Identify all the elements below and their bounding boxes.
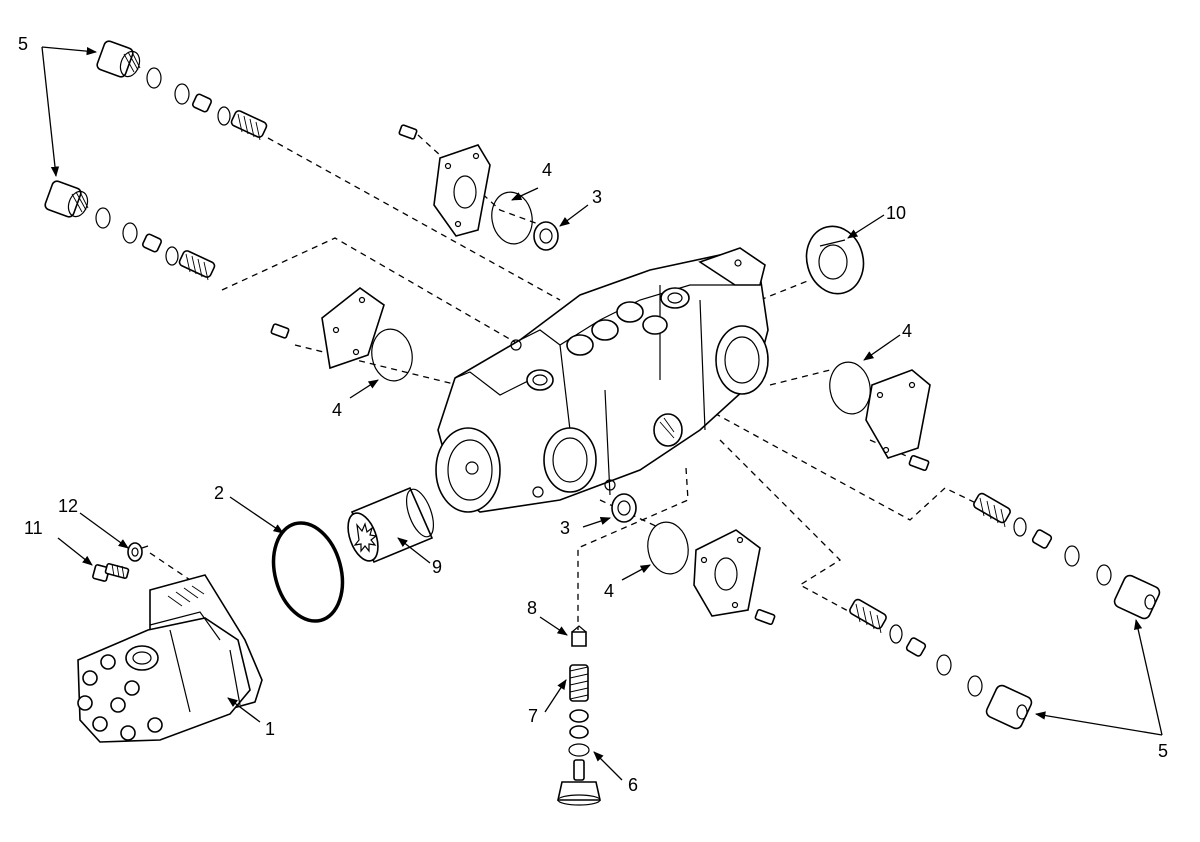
check-valve-stack bbox=[557, 625, 601, 806]
relief-valve-upper-bottom bbox=[44, 180, 216, 281]
callout-5-lower: 5 bbox=[1158, 741, 1168, 761]
filter-9 bbox=[347, 486, 435, 564]
washer-12 bbox=[127, 542, 149, 562]
callout-9: 9 bbox=[432, 557, 442, 577]
callout-labels: 5 4 3 10 4 4 2 12 11 3 9 4 8 7 1 6 5 bbox=[18, 34, 1168, 795]
callout-4-right: 4 bbox=[902, 321, 912, 341]
callout-5-upper: 5 bbox=[18, 34, 28, 54]
relief-valve-upper-top bbox=[96, 40, 268, 141]
callout-4-bottom: 4 bbox=[604, 581, 614, 601]
left-cover-plate bbox=[270, 287, 413, 382]
bolt-11 bbox=[92, 562, 130, 582]
leader-lines bbox=[41, 46, 1163, 781]
main-pump-housing bbox=[435, 247, 769, 513]
seal-10 bbox=[805, 225, 865, 295]
callout-4-top: 4 bbox=[542, 160, 552, 180]
relief-valve-right-upper bbox=[973, 492, 1161, 620]
gear-pump-1 bbox=[77, 574, 263, 743]
callout-10: 10 bbox=[886, 203, 906, 223]
o-ring-2 bbox=[271, 521, 345, 623]
callout-2: 2 bbox=[214, 483, 224, 503]
callout-8: 8 bbox=[527, 598, 537, 618]
right-cover-plate bbox=[829, 361, 931, 472]
callout-1: 1 bbox=[265, 719, 275, 739]
callout-3-top: 3 bbox=[592, 187, 602, 207]
callout-7: 7 bbox=[528, 706, 538, 726]
callout-6: 6 bbox=[628, 775, 638, 795]
callout-11: 11 bbox=[24, 518, 43, 538]
relief-valve-right-lower bbox=[849, 598, 1033, 730]
bottom-cover-plate bbox=[611, 493, 776, 626]
callout-4-left: 4 bbox=[332, 400, 342, 420]
callout-12: 12 bbox=[58, 496, 78, 516]
top-cover-plate bbox=[398, 124, 559, 251]
callout-3-bottom: 3 bbox=[560, 518, 570, 538]
